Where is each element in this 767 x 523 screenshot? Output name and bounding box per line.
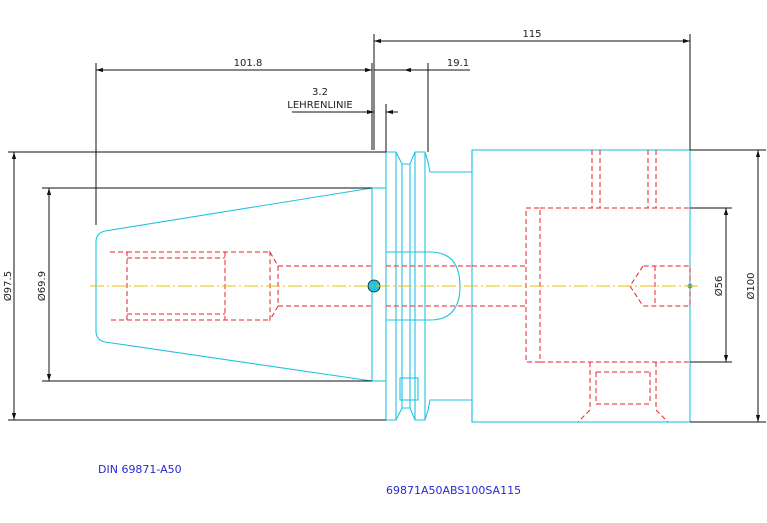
dim-taper-diameter: Ø69.9	[36, 271, 48, 301]
dim-gauge-offset: 3.2	[312, 87, 328, 98]
dim-flange-width: 19.1	[447, 58, 469, 69]
dim-overall-length: 115	[522, 29, 541, 40]
gauge-line-label: LEHRENLINIE	[287, 100, 352, 111]
dimension-lines	[8, 34, 766, 423]
dim-taper-length: 101.8	[234, 58, 263, 69]
dim-flange-diameter: Ø97.5	[2, 271, 14, 301]
part-number-label: 69871A50ABS100SA115	[386, 484, 521, 497]
dim-inner-diameter: Ø56	[713, 276, 725, 297]
standard-label: DIN 69871-A50	[98, 463, 182, 476]
dim-body-diameter: Ø100	[745, 273, 757, 300]
hidden-lines	[110, 150, 691, 423]
